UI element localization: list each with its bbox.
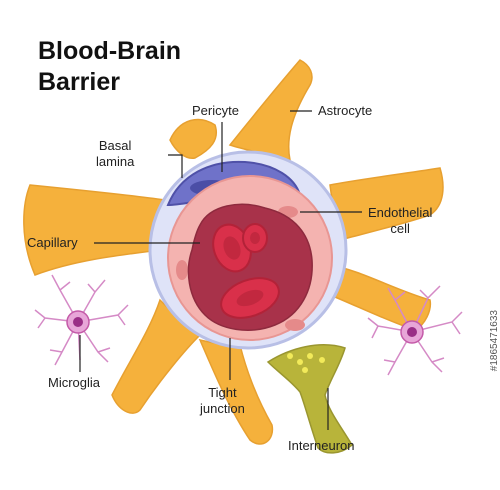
- title-line-1: Blood-Brain: [38, 37, 182, 65]
- stock-image-id: #1865471633: [489, 310, 500, 372]
- label-capillary: Capillary: [27, 235, 78, 250]
- label-basal-lamina-line-2: lamina: [96, 154, 135, 169]
- label-astrocyte: Astrocyte: [318, 103, 373, 118]
- title-line-2: Barrier: [38, 68, 120, 96]
- label-basal-lamina: Basal lamina: [96, 138, 134, 170]
- label-basal-lamina-line-1: Basal: [98, 138, 132, 153]
- label-endothelial-line-2: cell: [390, 221, 410, 236]
- label-endothelial-line-1: Endothelial: [368, 205, 433, 220]
- label-interneuron: Interneuron: [288, 438, 355, 453]
- label-endothelial-cell: Endothelial cell: [368, 205, 432, 237]
- endothelial-nucleus-2: [176, 260, 188, 280]
- diagram-title: Blood-Brain Barrier: [38, 36, 181, 98]
- microglia-right: [367, 285, 463, 376]
- microglia-right-nucleus: [407, 327, 417, 337]
- label-pericyte: Pericyte: [192, 103, 239, 118]
- label-microglia: Microglia: [48, 375, 101, 390]
- interneuron-vesicles: [287, 353, 325, 373]
- leader-lines: [79, 110, 362, 430]
- label-tight-junction-line-2: junction: [200, 401, 245, 416]
- microglia-left-nucleus: [73, 317, 83, 327]
- red-blood-cells: [212, 223, 280, 319]
- label-tight-junction: Tight junction: [200, 385, 245, 417]
- interneuron: [266, 344, 353, 454]
- endothelial-nucleus-3: [285, 319, 305, 331]
- label-tight-junction-line-1: Tight: [208, 385, 237, 400]
